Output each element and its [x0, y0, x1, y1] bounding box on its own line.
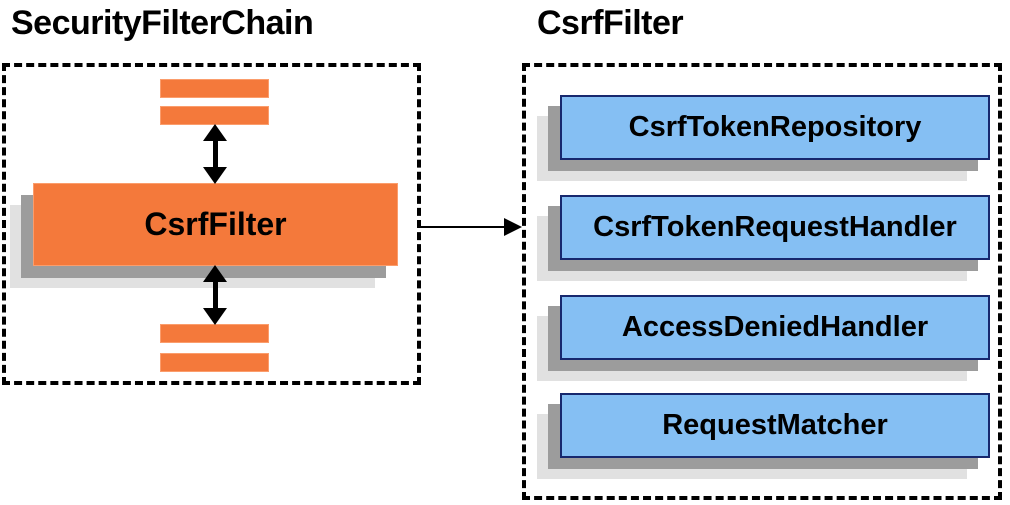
- arrowhead-down-icon: [203, 167, 227, 184]
- arrowhead-up-icon: [203, 265, 227, 282]
- arrow-shaft: [212, 137, 218, 171]
- csrf-filter-panel-title: CsrfFilter: [537, 4, 684, 42]
- arrowhead-up-icon: [203, 124, 227, 141]
- csrf-filter-box: CsrfFilter: [33, 183, 398, 266]
- component-box-csrf-token-repository: CsrfTokenRepository: [560, 95, 990, 160]
- security-filter-chain-title: SecurityFilterChain: [11, 4, 314, 42]
- delegates-arrowhead-right-icon: [504, 218, 522, 236]
- filter-placeholder-bar: [160, 353, 269, 372]
- filter-placeholder-bar: [160, 106, 269, 125]
- arrow-shaft: [212, 278, 218, 312]
- component-box-csrf-token-request-handler: CsrfTokenRequestHandler: [560, 195, 990, 260]
- component-label: CsrfTokenRepository: [628, 111, 922, 143]
- bidirectional-arrow-bottom: [203, 265, 227, 325]
- bidirectional-arrow-top: [203, 124, 227, 184]
- filter-placeholder-bar: [160, 324, 269, 343]
- security-filter-chain-panel: [2, 63, 421, 385]
- csrf-filter-components-panel: [522, 63, 1002, 500]
- component-label: RequestMatcher: [662, 409, 888, 441]
- arrowhead-down-icon: [203, 308, 227, 325]
- component-box-request-matcher: RequestMatcher: [560, 393, 990, 458]
- component-box-access-denied-handler: AccessDeniedHandler: [560, 295, 990, 360]
- component-label: CsrfTokenRequestHandler: [593, 211, 957, 243]
- csrf-filter-box-label: CsrfFilter: [144, 206, 287, 242]
- component-label: AccessDeniedHandler: [621, 311, 929, 343]
- delegates-arrow-line: [420, 226, 506, 228]
- filter-placeholder-bar: [160, 79, 269, 98]
